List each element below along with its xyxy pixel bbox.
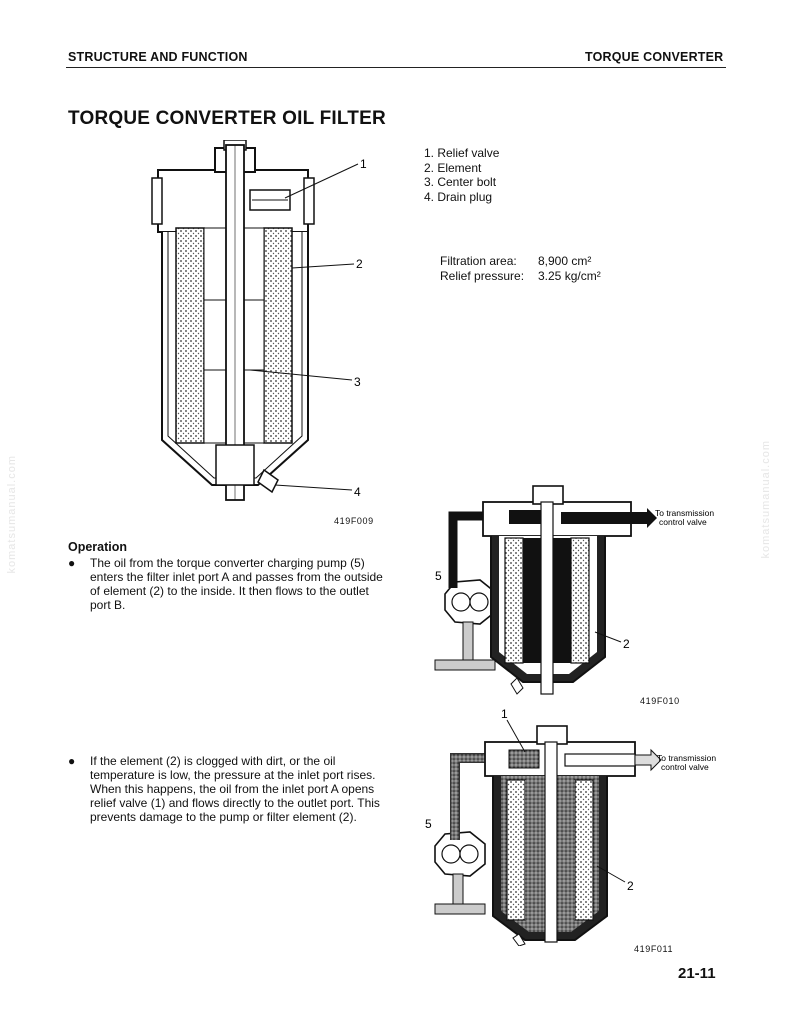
header-rule [66,67,726,68]
callout-1: 1 [360,157,367,171]
figure-code-3: 419F011 [634,944,674,954]
callout-2: 2 [356,257,363,271]
page-title: TORQUE CONVERTER OIL FILTER [68,108,386,129]
callout-4: 4 [354,485,361,499]
bullet-text: If the element (2) is clogged with dirt,… [90,754,380,824]
bullet-text: The oil from the torque converter chargi… [90,556,383,612]
callout-5: 5 [435,569,442,583]
parts-list-item: 1. Relief valve [424,146,500,160]
watermark-left: komatsumanual.com [6,455,18,574]
watermark-right: komatsumanual.com [760,440,772,559]
filter-cross-section-diagram: 1 2 3 4 [151,140,367,501]
parts-list-item: 3. Center bolt [424,175,497,189]
spec-label: Relief pressure: [440,269,525,283]
spec-filtration-area: Filtration area: 8,900 cm² [440,254,601,269]
callout-1: 1 [501,707,508,721]
specifications: Filtration area: 8,900 cm² Relief pressur… [440,254,601,284]
callout-5: 5 [425,817,432,831]
outlet-label-line2: control valve [661,762,709,772]
header-section-title: STRUCTURE AND FUNCTION [68,50,248,64]
relief-flow-diagram: 1 5 2 To transmission control valve [425,707,716,946]
spec-relief-pressure: Relief pressure: 3.25 kg/cm² [440,269,601,284]
spec-label: Filtration area: [440,254,517,268]
parts-list: 1. Relief valve 2. Element 3. Center bol… [424,146,499,204]
operation-heading: Operation [68,540,128,554]
parts-list-item: 4. Drain plug [424,189,493,204]
outlet-label-line2: control valve [659,517,707,527]
spec-value: 3.25 kg/cm² [538,269,601,283]
header-chapter-title: TORQUE CONVERTER [585,50,724,64]
callout-2: 2 [627,879,634,893]
callout-2: 2 [623,637,630,651]
operation-bullet-1: ● The oil from the torque converter char… [68,556,388,612]
bullet-icon: ● [68,556,76,570]
operation-bullet-2: ● If the element (2) is clogged with dir… [68,754,388,824]
figure-code-1: 419F009 [334,516,374,526]
bullet-icon: ● [68,754,76,768]
callout-3: 3 [354,375,361,389]
page-number: 21-11 [678,965,716,982]
figure-code-2: 419F010 [640,696,680,706]
outlet-label-line1: To transmission [657,753,716,763]
parts-list-item: 2. Element [424,160,482,175]
normal-flow-diagram: 5 2 To transmission control valve [434,485,714,695]
spec-value: 8,900 cm² [538,254,592,268]
outlet-label-line1: To transmission [655,508,714,518]
